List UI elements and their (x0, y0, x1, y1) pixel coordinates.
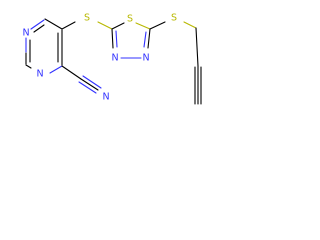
atom-label-nitrile-n: N (102, 92, 109, 103)
bond-n4-c2 (49, 65, 63, 74)
bond-c2-nitrile-c (61, 65, 82, 80)
bond-nitrile-1 (80, 78, 99, 91)
bond-layer (25, 18, 202, 105)
atom-label-thiadiazole-n4: N (142, 53, 149, 64)
bond-linker-s-thiadiazole (97, 21, 113, 30)
bond-c5t-n4-inner (143, 31, 147, 48)
atom-label-pyrazine-n4: N (36, 69, 43, 80)
bond-thioether-s-ch2 (183, 21, 197, 29)
atom-label-linker-s: S (84, 13, 90, 24)
bond-c5t-n4 (147, 28, 151, 49)
bond-c3-linker-s (61, 21, 76, 30)
bond-top-double-inner (33, 24, 45, 33)
atom-label-thiadiazole-n3: N (111, 53, 118, 64)
bond-c2t-n3 (111, 28, 114, 49)
atom-label-thioether-s: S (171, 13, 177, 24)
bond-c2t-s-ring-a (111, 22, 125, 30)
bond-c2t-n3-b (115, 30, 118, 48)
bond-c-left-lower-n4 (25, 64, 32, 69)
atom-label-thiadiazole-s: S (127, 14, 133, 25)
atom-label-pyrazine-n1: N (22, 28, 29, 39)
bond-c5t-thioether-s (149, 21, 166, 30)
bond-nitrile-3 (78, 81, 97, 94)
molecule-structure: N N S S N N S N (22, 13, 202, 105)
atom-label-layer: N N S S N N S N (22, 13, 177, 103)
bond-s-ring-c5t (135, 22, 151, 30)
bond-n1-c-top (30, 19, 45, 30)
bond-nitrile-2 (82, 75, 102, 89)
bond-ch2-alkyne (195, 27, 199, 67)
bond-c-top-c3 (44, 18, 63, 30)
